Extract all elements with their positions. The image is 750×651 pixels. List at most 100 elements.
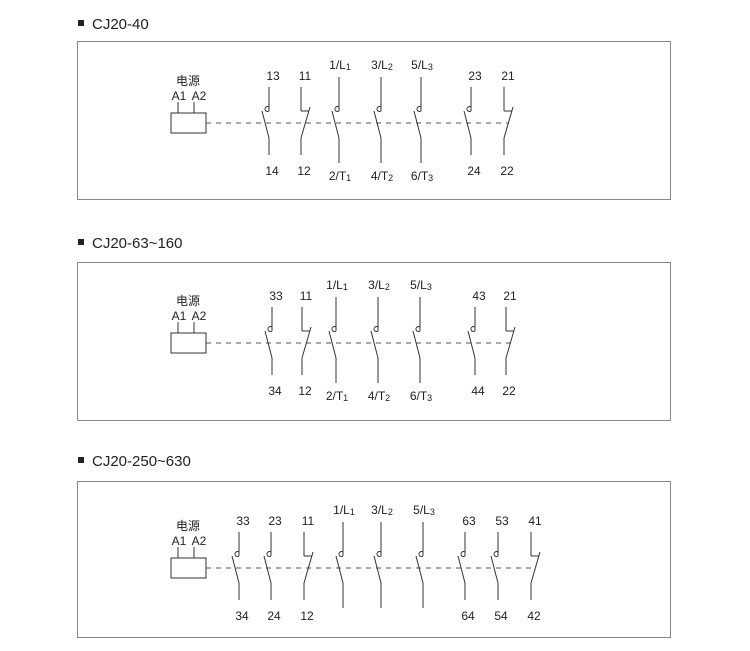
contact-blade [530, 551, 541, 584]
terminal-a1: A1 [172, 89, 187, 103]
section-title-cj20-40: CJ20-40 [78, 16, 149, 33]
contact-blade [370, 330, 379, 359]
contact-arc [334, 106, 340, 112]
terminal-a1: A1 [172, 534, 187, 548]
contact-nc-21: 21 22 [500, 69, 515, 178]
terminal-top-label: 3/L2 [371, 503, 393, 517]
terminal-bottom-label: 2/T1 [329, 169, 351, 183]
terminal-top-label: 43 [472, 289, 486, 303]
terminal-bottom-label: 34 [268, 384, 282, 398]
contact-arc [466, 106, 472, 112]
terminal-bottom-label: 2/T1 [326, 389, 348, 403]
terminal-a2: A2 [192, 89, 207, 103]
contact-main-3-L: 3/L2 [371, 503, 393, 608]
terminal-top-label: 63 [462, 514, 476, 528]
terminal-top-label: 13 [266, 69, 280, 83]
terminal-top-label: 11 [299, 69, 312, 83]
terminal-a2: A2 [192, 534, 207, 548]
terminal-top-label: 1/L1 [329, 58, 351, 72]
contact-blade [301, 326, 312, 359]
contact-no-23: 23 24 [463, 69, 482, 178]
terminal-top-label: 33 [236, 514, 250, 528]
terminal-top-label: 23 [468, 69, 482, 83]
contact-arc [470, 326, 476, 332]
contact-arc [418, 551, 424, 557]
contact-main-3-L: 3/L24/T2 [368, 278, 390, 403]
contact-blade [467, 330, 476, 359]
contact-no-63: 63 64 [457, 514, 476, 623]
terminal-bottom-label: 22 [502, 384, 516, 398]
contact-main-1-L: 1/L12/T1 [326, 278, 348, 403]
terminal-top-label: 21 [501, 69, 515, 83]
coil-symbol [170, 332, 207, 354]
section-title-cj20-250-630: CJ20-250~630 [78, 453, 191, 470]
contact-blade [505, 326, 516, 359]
terminal-top-label: 3/L2 [371, 58, 393, 72]
contact-blade [457, 555, 466, 584]
terminal-bottom-label: 6/T3 [411, 169, 433, 183]
contact-blade [328, 330, 337, 359]
terminal-top-label: 11 [300, 289, 313, 303]
contact-blade [261, 110, 270, 139]
contact-no-23: 23 24 [263, 514, 282, 623]
contact-blade [415, 555, 424, 584]
terminal-top-label: 41 [528, 514, 542, 528]
contact-nc-21: 21 22 [502, 289, 517, 398]
terminal-top-label: 5/L3 [411, 58, 433, 72]
contact-main-3-L: 3/L24/T2 [371, 58, 393, 183]
coil-label: 电源 [176, 294, 200, 308]
contact-blade [373, 110, 382, 139]
title-text: CJ20-40 [92, 16, 149, 33]
terminal-a2: A2 [192, 309, 207, 323]
terminal-bottom-label: 22 [500, 164, 514, 178]
section-title-cj20-63-160: CJ20-63~160 [78, 235, 182, 252]
terminal-bottom-label: 64 [461, 609, 475, 623]
contact-arc [331, 326, 337, 332]
terminal-bottom-label: 4/T2 [368, 389, 390, 403]
contact-blade [490, 555, 499, 584]
contact-blade [373, 555, 382, 584]
contact-arc [234, 551, 240, 557]
contact-blade [503, 106, 514, 139]
terminal-top-label: 23 [268, 514, 282, 528]
contact-blade [303, 551, 314, 584]
coil-symbol [170, 557, 207, 579]
terminal-bottom-label: 14 [265, 164, 279, 178]
terminal-bottom-label: 24 [467, 164, 481, 178]
contact-arc [267, 326, 273, 332]
bullet-icon [78, 457, 84, 464]
contact-arc [264, 106, 270, 112]
contact-blade [335, 555, 344, 584]
contact-arc [376, 551, 382, 557]
title-text: CJ20-250~630 [92, 453, 191, 470]
contact-no-13: 13 14 [261, 69, 280, 178]
contact-arc [266, 551, 272, 557]
contact-arc [493, 551, 499, 557]
terminal-bottom-label: 12 [300, 609, 314, 623]
terminal-bottom-label: 24 [267, 609, 281, 623]
contact-main-5-L: 5/L3 6/T3 [411, 58, 433, 183]
terminal-top-label: 53 [495, 514, 509, 528]
contact-blade [264, 330, 273, 359]
contact-main-1-L: 1/L1 [333, 503, 355, 608]
contact-blade [300, 106, 311, 139]
terminal-top-label: 21 [503, 289, 517, 303]
contact-arc [415, 326, 421, 332]
contact-arc [376, 106, 382, 112]
contact-blade [413, 110, 422, 139]
contact-blade [331, 110, 340, 139]
terminal-top-label: 5/L3 [410, 278, 432, 292]
